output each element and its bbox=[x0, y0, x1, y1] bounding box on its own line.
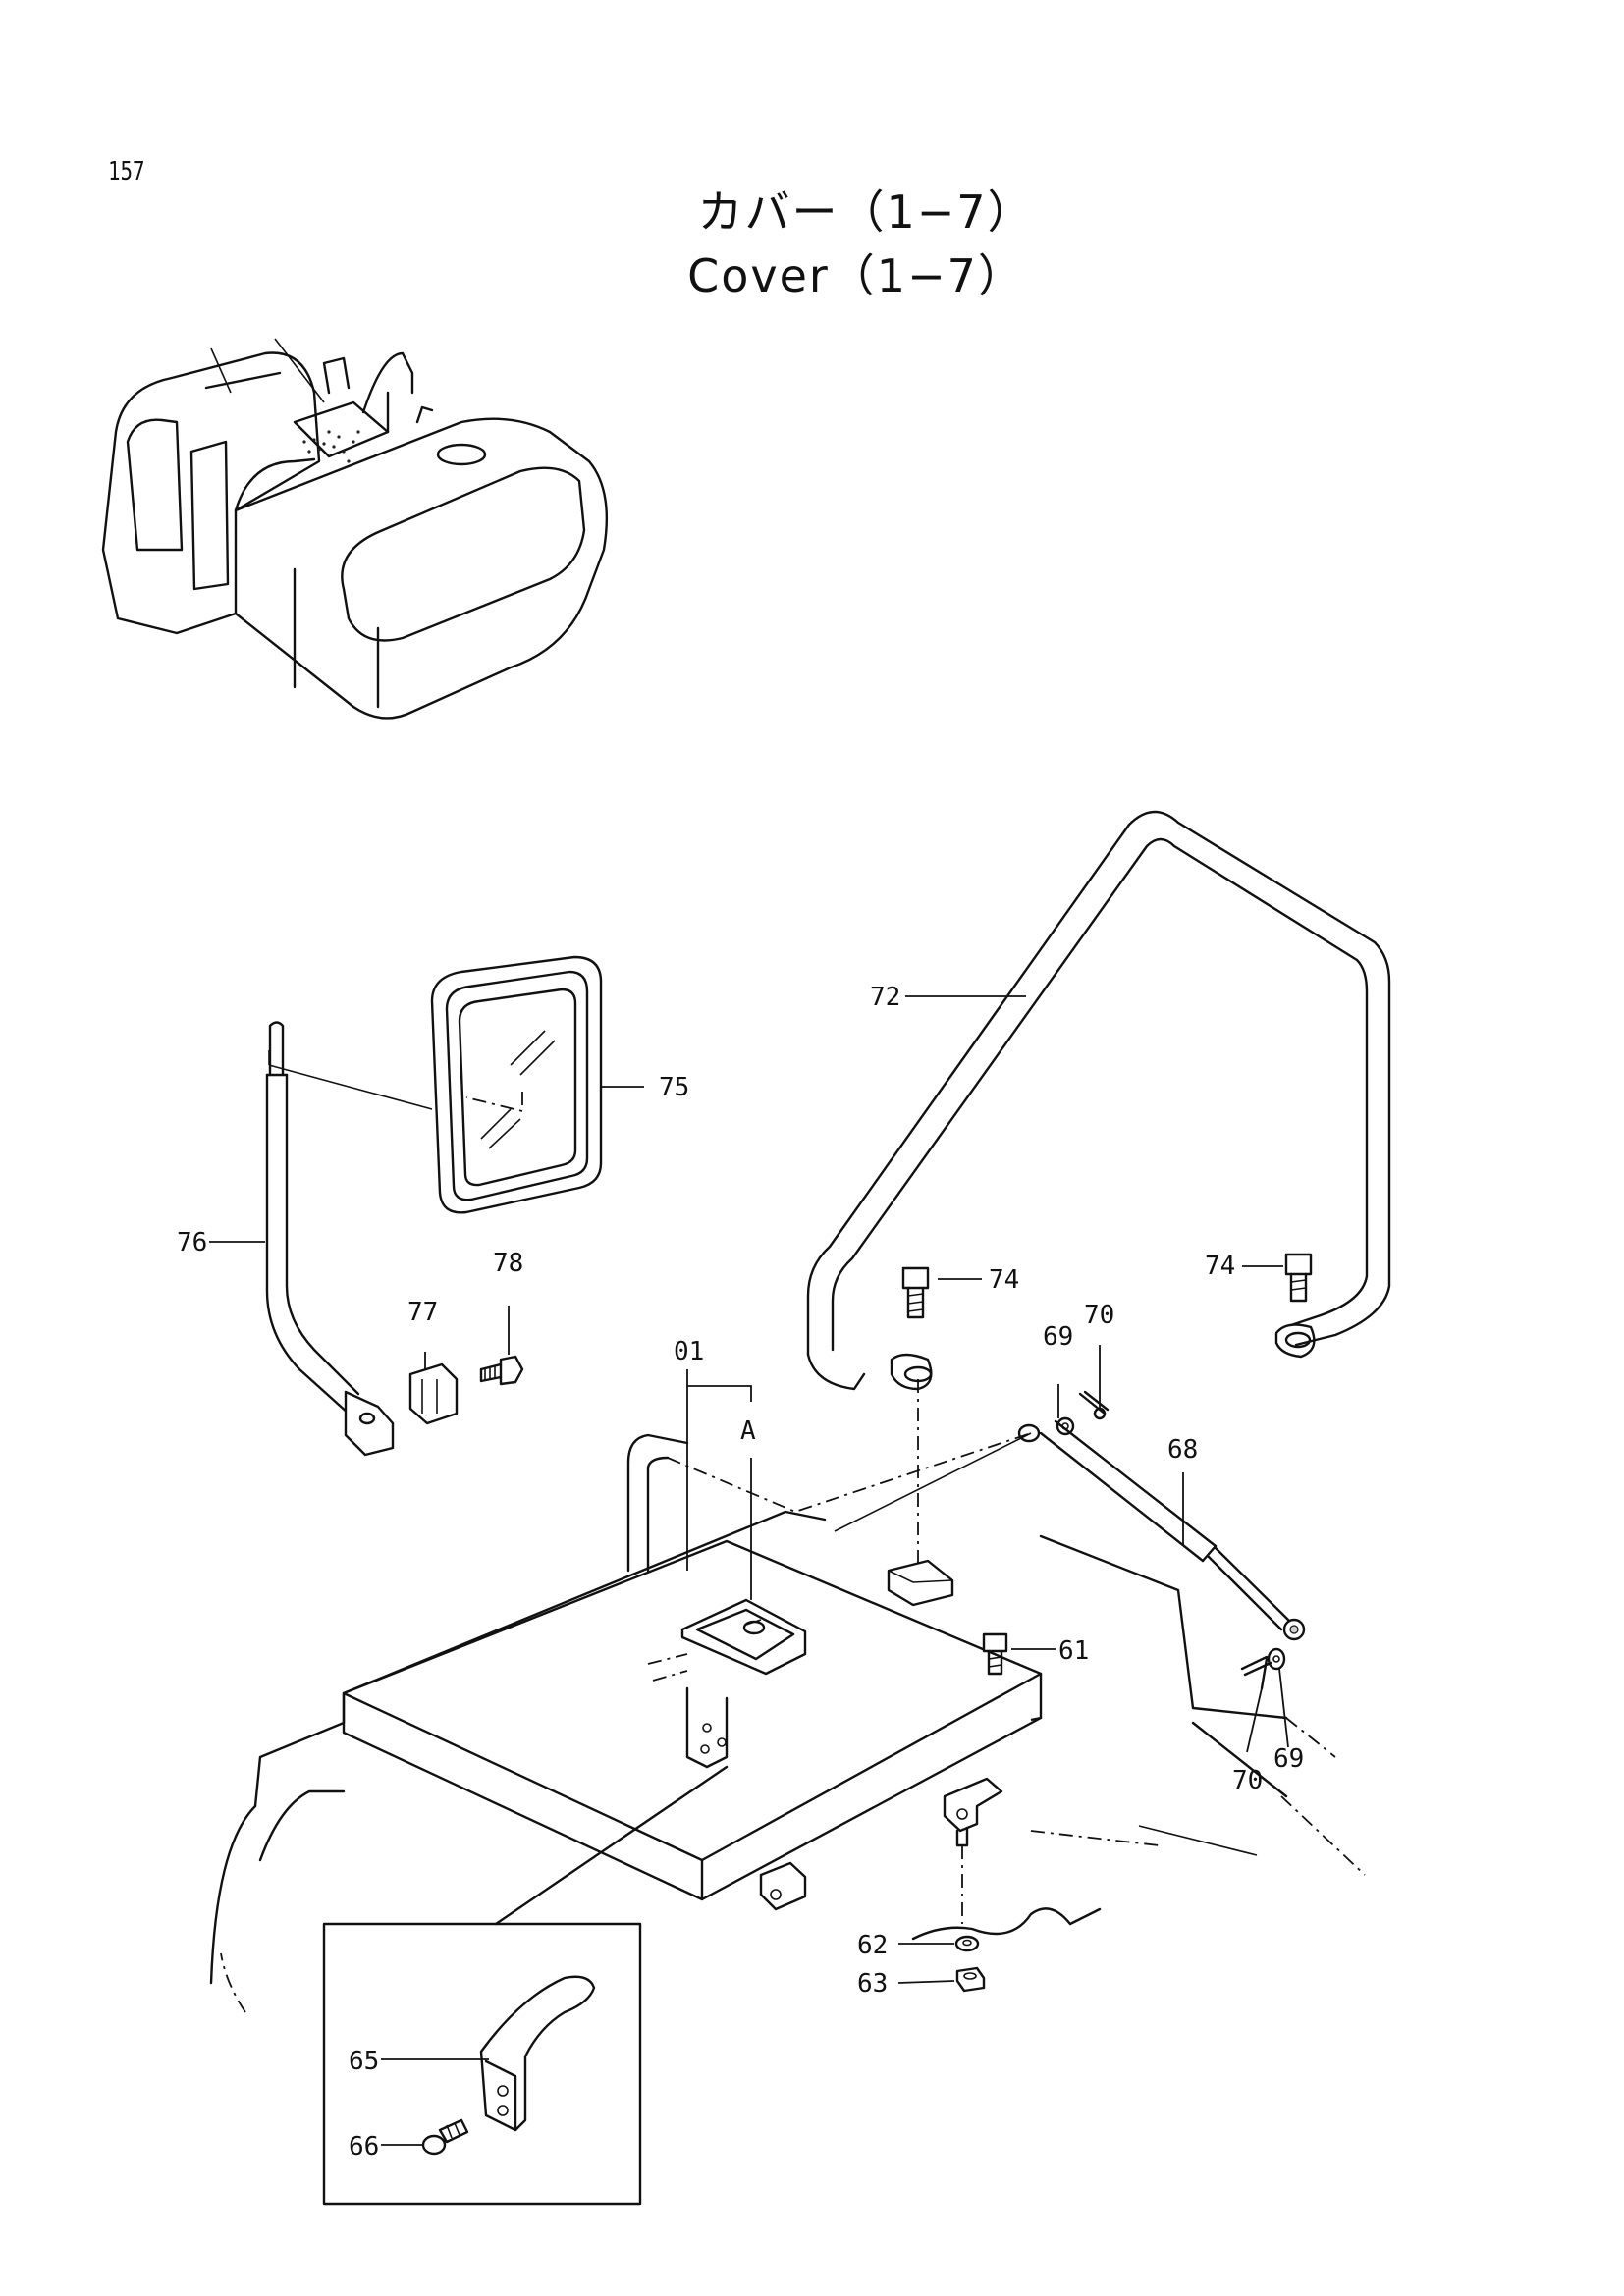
bolt-part-78 bbox=[479, 1355, 524, 1386]
mirror-part-75 bbox=[430, 955, 603, 1214]
handrail-part-72 bbox=[806, 810, 1391, 1391]
callout-77: 77 bbox=[407, 1298, 438, 1327]
excavator-overview-illustration bbox=[101, 338, 609, 720]
detail-view-a-inset bbox=[322, 1922, 642, 2206]
callout-75: 75 bbox=[659, 1073, 689, 1102]
callout-61: 61 bbox=[1058, 1636, 1089, 1666]
pin-part-70-upper bbox=[1078, 1390, 1110, 1420]
callout-leader-lines bbox=[209, 995, 1289, 2146]
callout-63: 63 bbox=[857, 1969, 888, 1999]
page-title-english: Cover（1−7） bbox=[687, 249, 1025, 302]
callout-76: 76 bbox=[177, 1228, 207, 1257]
callout-66: 66 bbox=[349, 2132, 379, 2162]
callout-69-lower: 69 bbox=[1273, 1744, 1304, 1774]
page-number: 157 bbox=[108, 157, 145, 187]
callout-69-upper: 69 bbox=[1043, 1322, 1073, 1352]
washer-part-62 bbox=[954, 1935, 980, 1952]
bolt-part-74-right bbox=[1284, 1253, 1313, 1303]
mirror-stay-part-76 bbox=[265, 1021, 433, 1457]
bolt-part-61 bbox=[982, 1632, 1008, 1676]
washer-part-69-lower bbox=[1267, 1647, 1286, 1671]
callout-74-left: 74 bbox=[989, 1265, 1019, 1295]
callout-74-right: 74 bbox=[1205, 1252, 1235, 1281]
nut-part-63 bbox=[955, 1966, 986, 1993]
callout-70-upper: 70 bbox=[1084, 1301, 1114, 1330]
cover-panel-part-01 bbox=[209, 1379, 1366, 2013]
callout-62: 62 bbox=[857, 1931, 888, 1960]
callout-a: A bbox=[740, 1416, 756, 1446]
callout-68: 68 bbox=[1167, 1435, 1198, 1465]
callout-78: 78 bbox=[493, 1249, 523, 1278]
callout-70-lower: 70 bbox=[1232, 1766, 1263, 1795]
page-title-japanese: カバー（1−7） bbox=[697, 186, 1035, 239]
pin-part-70-lower bbox=[1240, 1655, 1272, 1690]
callout-72: 72 bbox=[870, 983, 900, 1012]
gas-spring-part-68 bbox=[1017, 1419, 1306, 1641]
bracket-part-77 bbox=[408, 1362, 459, 1425]
callout-01: 01 bbox=[674, 1337, 704, 1366]
callout-65: 65 bbox=[349, 2047, 379, 2076]
latch-bracket-part-65 bbox=[479, 1975, 596, 2132]
washer-part-69-upper bbox=[1056, 1416, 1075, 1436]
screw-part-66 bbox=[421, 2118, 469, 2156]
bolt-part-74-left bbox=[901, 1266, 930, 1319]
